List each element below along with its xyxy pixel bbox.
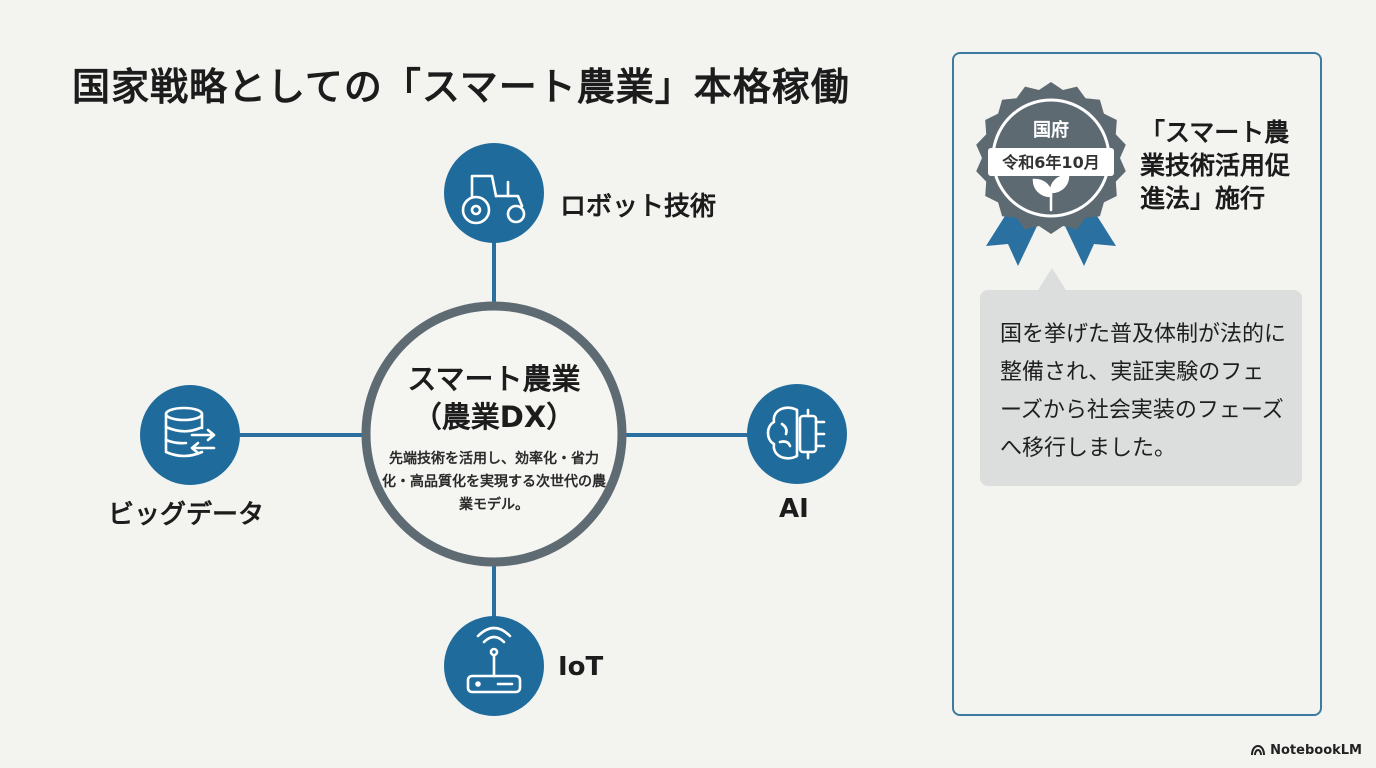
sprout-icon: [1032, 174, 1070, 212]
center-title-line2: （農業DX）: [412, 400, 576, 434]
node-label-ai: AI: [779, 494, 809, 524]
node-ai: [747, 384, 847, 484]
note-pointer: [1038, 268, 1066, 290]
center-content: スマート農業 （農業DX） 先端技術を活用し、効率化・省力化・高品質化を実現する…: [372, 360, 616, 517]
page-title: 国家戦略としての「スマート農業」本格稼働: [72, 65, 850, 109]
router-signal-icon: [466, 626, 522, 694]
hub-diagram: [140, 143, 847, 716]
node-bigdata: [140, 385, 240, 485]
badge-date-band: [988, 148, 1114, 176]
node-label-bigdata: ビッグデータ: [108, 500, 265, 530]
tractor-icon: [461, 174, 526, 225]
note-box: 国を挙げた普及体制が法的に整備され、実証実験のフェーズから社会実装のフェーズへ移…: [980, 290, 1302, 486]
notebooklm-logo-icon: [1251, 745, 1266, 756]
node-label-iot: IoT: [558, 652, 604, 682]
center-description: 先端技術を活用し、効率化・省力化・高品質化を実現する次世代の農業モデル。: [382, 451, 606, 513]
brand-mark: NotebookLM: [1251, 743, 1362, 758]
brand-text: NotebookLM: [1270, 743, 1362, 758]
law-panel: 国府 令和6年10月 「スマート農業技術活用促進法」施行 国を挙げた普及体制が法…: [952, 52, 1322, 716]
center-hub: [361, 301, 627, 567]
brain-chip-icon: [766, 406, 826, 460]
center-title-line1: スマート農業: [407, 362, 581, 396]
certificate-badge: 国府 令和6年10月: [976, 82, 1126, 266]
node-label-robot: ロボット技術: [560, 192, 717, 222]
badge-top-text: 国府: [1033, 119, 1069, 141]
node-robot: [444, 143, 544, 243]
database-sync-icon: [164, 406, 216, 458]
node-iot: [444, 616, 544, 716]
badge-date-text: 令和6年10月: [1001, 153, 1099, 172]
law-title: 「スマート農業技術活用促進法」施行: [1140, 118, 1291, 213]
